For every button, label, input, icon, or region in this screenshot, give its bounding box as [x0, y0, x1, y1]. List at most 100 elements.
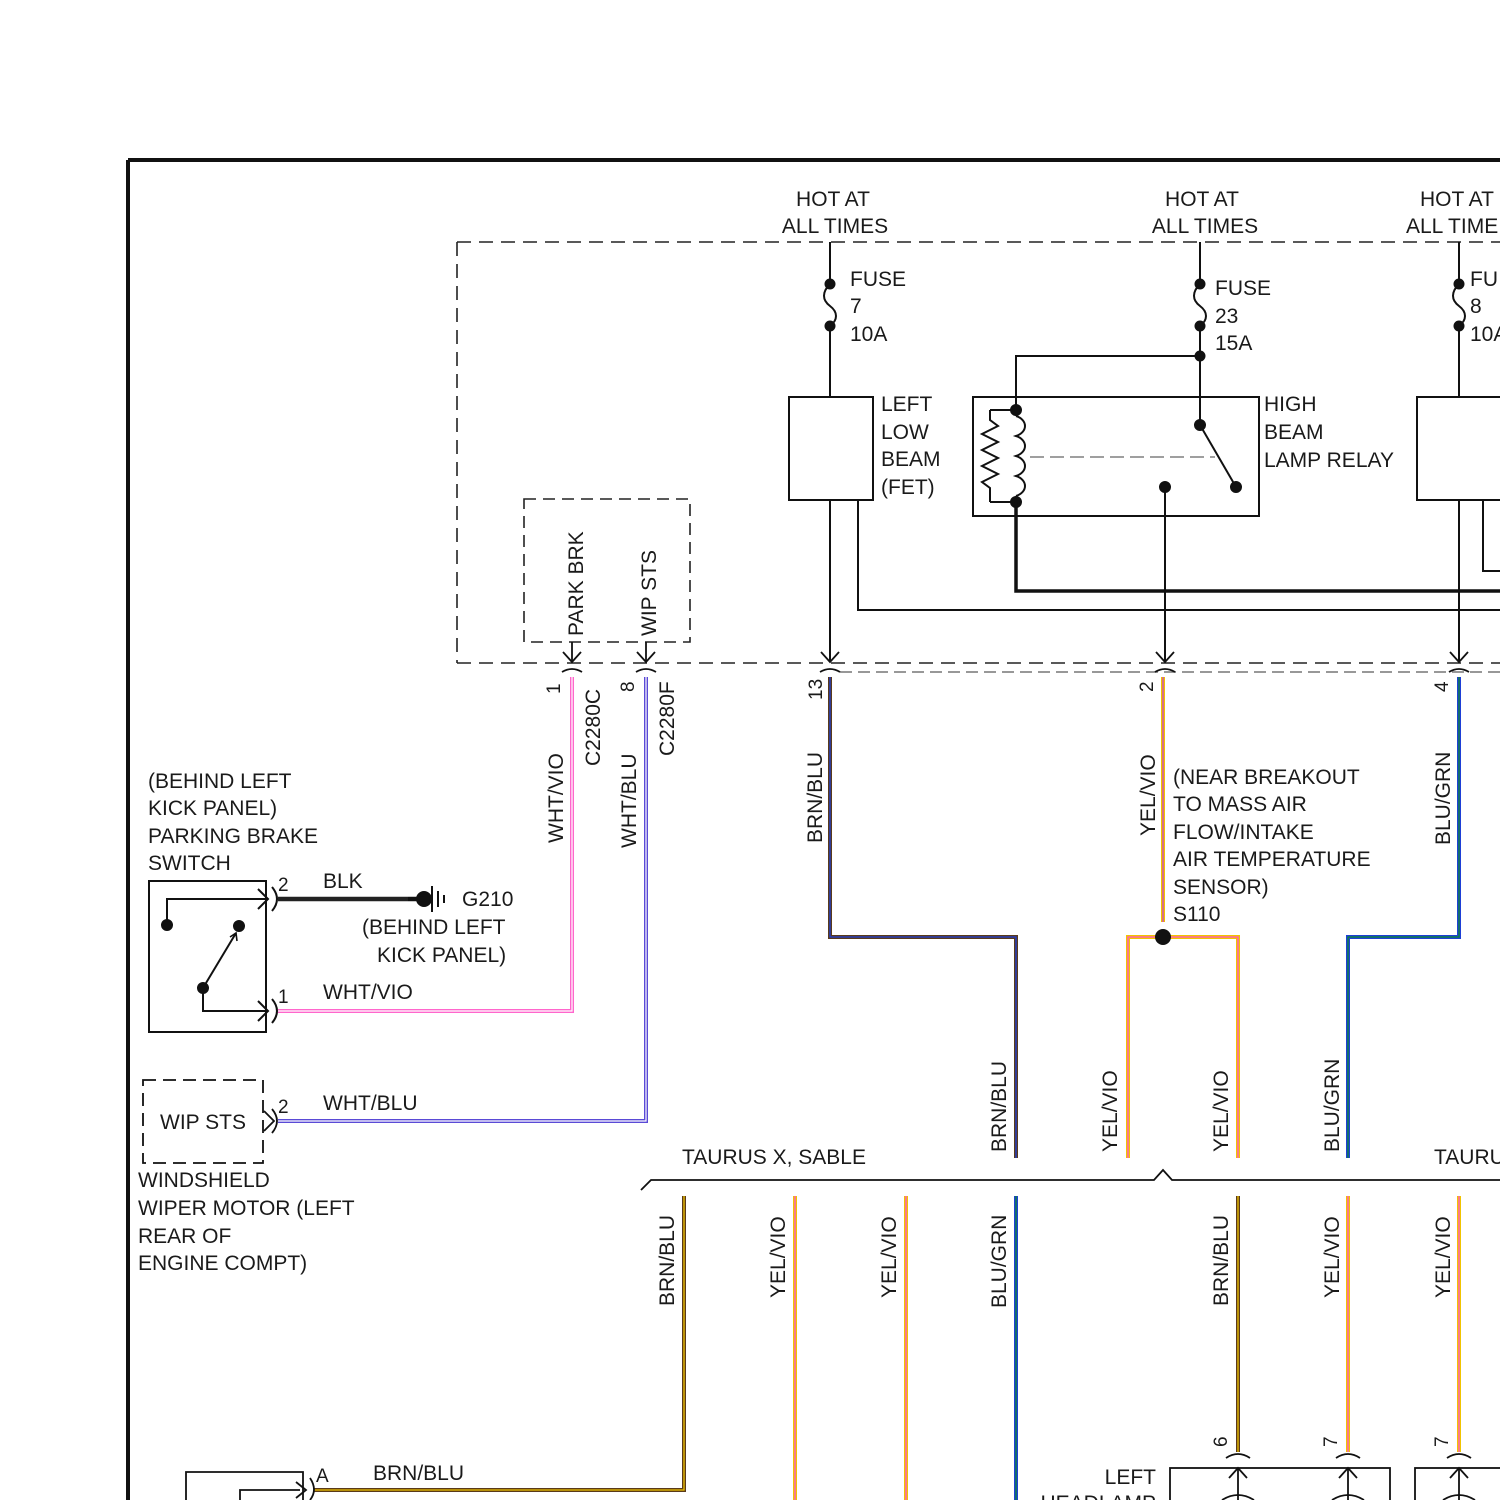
- wire-label-wht-vio-h: WHT/VIO: [323, 981, 413, 1004]
- wire-label-wht-vio-v: WHT/VIO: [545, 753, 568, 843]
- svg-text:ALL TIMES: ALL TIMES: [782, 215, 888, 238]
- svg-text:(BEHIND LEFT: (BEHIND LEFT: [362, 916, 506, 939]
- variant-label-right: TAURU: [1434, 1146, 1500, 1169]
- lamp-pin-7b-label: 7: [1432, 1436, 1453, 1447]
- left-low-beam-label: LEFT LOW BEAM (FET): [881, 393, 941, 499]
- svg-text:KICK PANEL): KICK PANEL): [148, 797, 277, 820]
- svg-text:FLOW/INTAKE: FLOW/INTAKE: [1173, 821, 1314, 844]
- switch-pin-2-label: 2: [278, 875, 289, 896]
- wip-sts-internal-label: WIP STS: [638, 550, 661, 636]
- svg-text:PARKING BRAKE: PARKING BRAKE: [148, 825, 318, 848]
- wip-sts-box-label: WIP STS: [160, 1111, 246, 1134]
- ground-id: G210: [462, 888, 513, 911]
- left-low-beam-fet: [789, 397, 873, 500]
- svg-text:HOT AT: HOT AT: [1420, 188, 1494, 211]
- svg-text:SWITCH: SWITCH: [148, 852, 231, 875]
- power-label-b: HOT AT ALL TIMES: [1152, 188, 1258, 238]
- parking-brake-switch: [149, 881, 277, 1032]
- splice-s110: [1155, 929, 1171, 945]
- fuse-23-label: FUSE 23 15A: [1215, 277, 1271, 355]
- wire-label-blu-grn-mid: BLU/GRN: [1321, 1059, 1344, 1152]
- wire-label-yel-vio-mid2: YEL/VIO: [1210, 1070, 1233, 1152]
- svg-text:LOW: LOW: [881, 421, 929, 444]
- svg-text:LEFT: LEFT: [1105, 1466, 1157, 1489]
- fuse-8: [1417, 242, 1500, 662]
- wire-label-yel-vio-low1: YEL/VIO: [767, 1216, 790, 1298]
- svg-text:23: 23: [1215, 305, 1238, 328]
- pin-a-label: A: [316, 1466, 329, 1487]
- svg-text:BEAM: BEAM: [1264, 421, 1324, 444]
- connector-c2280f: C2280F: [656, 681, 679, 756]
- svg-text:LEFT: LEFT: [881, 393, 933, 416]
- wire-label-yel-vio-low4: YEL/VIO: [1432, 1216, 1455, 1298]
- wire-label-yel-vio-2: YEL/VIO: [1137, 754, 1160, 836]
- module-inputs-box: [524, 499, 690, 642]
- high-beam-relay: [973, 397, 1259, 516]
- svg-text:ALL TIMES: ALL TIMES: [1152, 215, 1258, 238]
- svg-text:FU: FU: [1470, 268, 1498, 291]
- wire-label-brn-blu-13: BRN/BLU: [804, 752, 827, 843]
- power-label-c: HOT AT ALL TIME: [1406, 188, 1498, 238]
- wire-label-blk: BLK: [323, 870, 363, 893]
- wire-label-wht-blu-h: WHT/BLU: [323, 1092, 418, 1115]
- ground-symbol: [408, 886, 444, 912]
- lamp-pin-7a-label: 7: [1321, 1436, 1342, 1447]
- wire-label-blu-grn-4: BLU/GRN: [1432, 752, 1455, 845]
- wire-label-brn-blu-a: BRN/BLU: [373, 1462, 464, 1485]
- svg-text:10A: 10A: [1470, 323, 1500, 346]
- wire-label-wht-blu-v: WHT/BLU: [618, 754, 641, 849]
- svg-text:BEAM: BEAM: [881, 448, 941, 471]
- svg-text:15A: 15A: [1215, 332, 1252, 355]
- wire-label-brn-blu-mid: BRN/BLU: [988, 1061, 1011, 1152]
- svg-text:S110: S110: [1173, 903, 1221, 926]
- wire-label-yel-vio-low3: YEL/VIO: [1321, 1216, 1344, 1298]
- svg-text:LAMP RELAY: LAMP RELAY: [1264, 449, 1394, 472]
- svg-text:TO MASS AIR: TO MASS AIR: [1173, 793, 1307, 816]
- lamp-pin-6-label: 6: [1211, 1436, 1232, 1447]
- ground-location-label: (BEHIND LEFT KICK PANEL): [362, 916, 506, 967]
- wire-label-yel-vio-mid1: YEL/VIO: [1099, 1070, 1122, 1152]
- wip-pin-2-label: 2: [278, 1097, 289, 1118]
- svg-text:SENSOR): SENSOR): [1173, 876, 1269, 899]
- svg-text:ALL TIME: ALL TIME: [1406, 215, 1498, 238]
- svg-text:REAR OF: REAR OF: [138, 1225, 231, 1248]
- wire-label-brn-blu-low1: BRN/BLU: [656, 1215, 679, 1306]
- wire-label-brn-blu-low2: BRN/BLU: [1210, 1215, 1233, 1306]
- fuse-7: [824, 242, 836, 397]
- power-label-a: HOT AT ALL TIMES: [782, 188, 888, 238]
- variant-label-left: TAURUS X, SABLE: [682, 1146, 866, 1169]
- left-headlamp-label: LEFT HEADLAMP: [1040, 1466, 1156, 1500]
- svg-text:HOT AT: HOT AT: [796, 188, 870, 211]
- svg-text:AIR TEMPERATURE: AIR TEMPERATURE: [1173, 848, 1371, 871]
- svg-text:HEADLAMP: HEADLAMP: [1040, 1492, 1156, 1500]
- switch-pin-1-label: 1: [278, 987, 289, 1008]
- svg-text:HIGH: HIGH: [1264, 393, 1317, 416]
- svg-text:ENGINE COMPT): ENGINE COMPT): [138, 1252, 307, 1275]
- connector-pins: [562, 642, 1469, 672]
- fuse-8-label: FU 8 10A: [1470, 268, 1500, 346]
- svg-text:(FET): (FET): [881, 476, 935, 499]
- park-brk-label: PARK BRK: [565, 531, 588, 636]
- svg-text:HOT AT: HOT AT: [1165, 188, 1239, 211]
- connector-c2280c: C2280C: [582, 689, 605, 766]
- variant-bracket: [641, 1170, 1500, 1190]
- svg-text:KICK PANEL): KICK PANEL): [377, 944, 506, 967]
- svg-text:10A: 10A: [850, 323, 887, 346]
- lower-left-component: [186, 1472, 314, 1500]
- pin-4-label: 4: [1432, 681, 1453, 692]
- pin-13-label: 13: [806, 679, 827, 700]
- wire-label-blu-grn-low1: BLU/GRN: [988, 1215, 1011, 1308]
- svg-text:FUSE: FUSE: [850, 268, 906, 291]
- svg-text:(NEAR BREAKOUT: (NEAR BREAKOUT: [1173, 766, 1360, 789]
- svg-text:8: 8: [1470, 295, 1482, 318]
- svg-text:7: 7: [850, 295, 862, 318]
- wiper-motor-label: WINDSHIELD WIPER MOTOR (LEFT REAR OF ENG…: [138, 1169, 355, 1275]
- splice-label: (NEAR BREAKOUT TO MASS AIR FLOW/INTAKE A…: [1173, 766, 1371, 926]
- left-headlamp: [1170, 1454, 1500, 1500]
- pin-1-label: 1: [544, 683, 565, 694]
- pin-2-label: 2: [1137, 681, 1158, 692]
- fuse-7-label: FUSE 7 10A: [850, 268, 906, 346]
- svg-text:FUSE: FUSE: [1215, 277, 1271, 300]
- parking-brake-switch-label: (BEHIND LEFT KICK PANEL) PARKING BRAKE S…: [148, 770, 318, 875]
